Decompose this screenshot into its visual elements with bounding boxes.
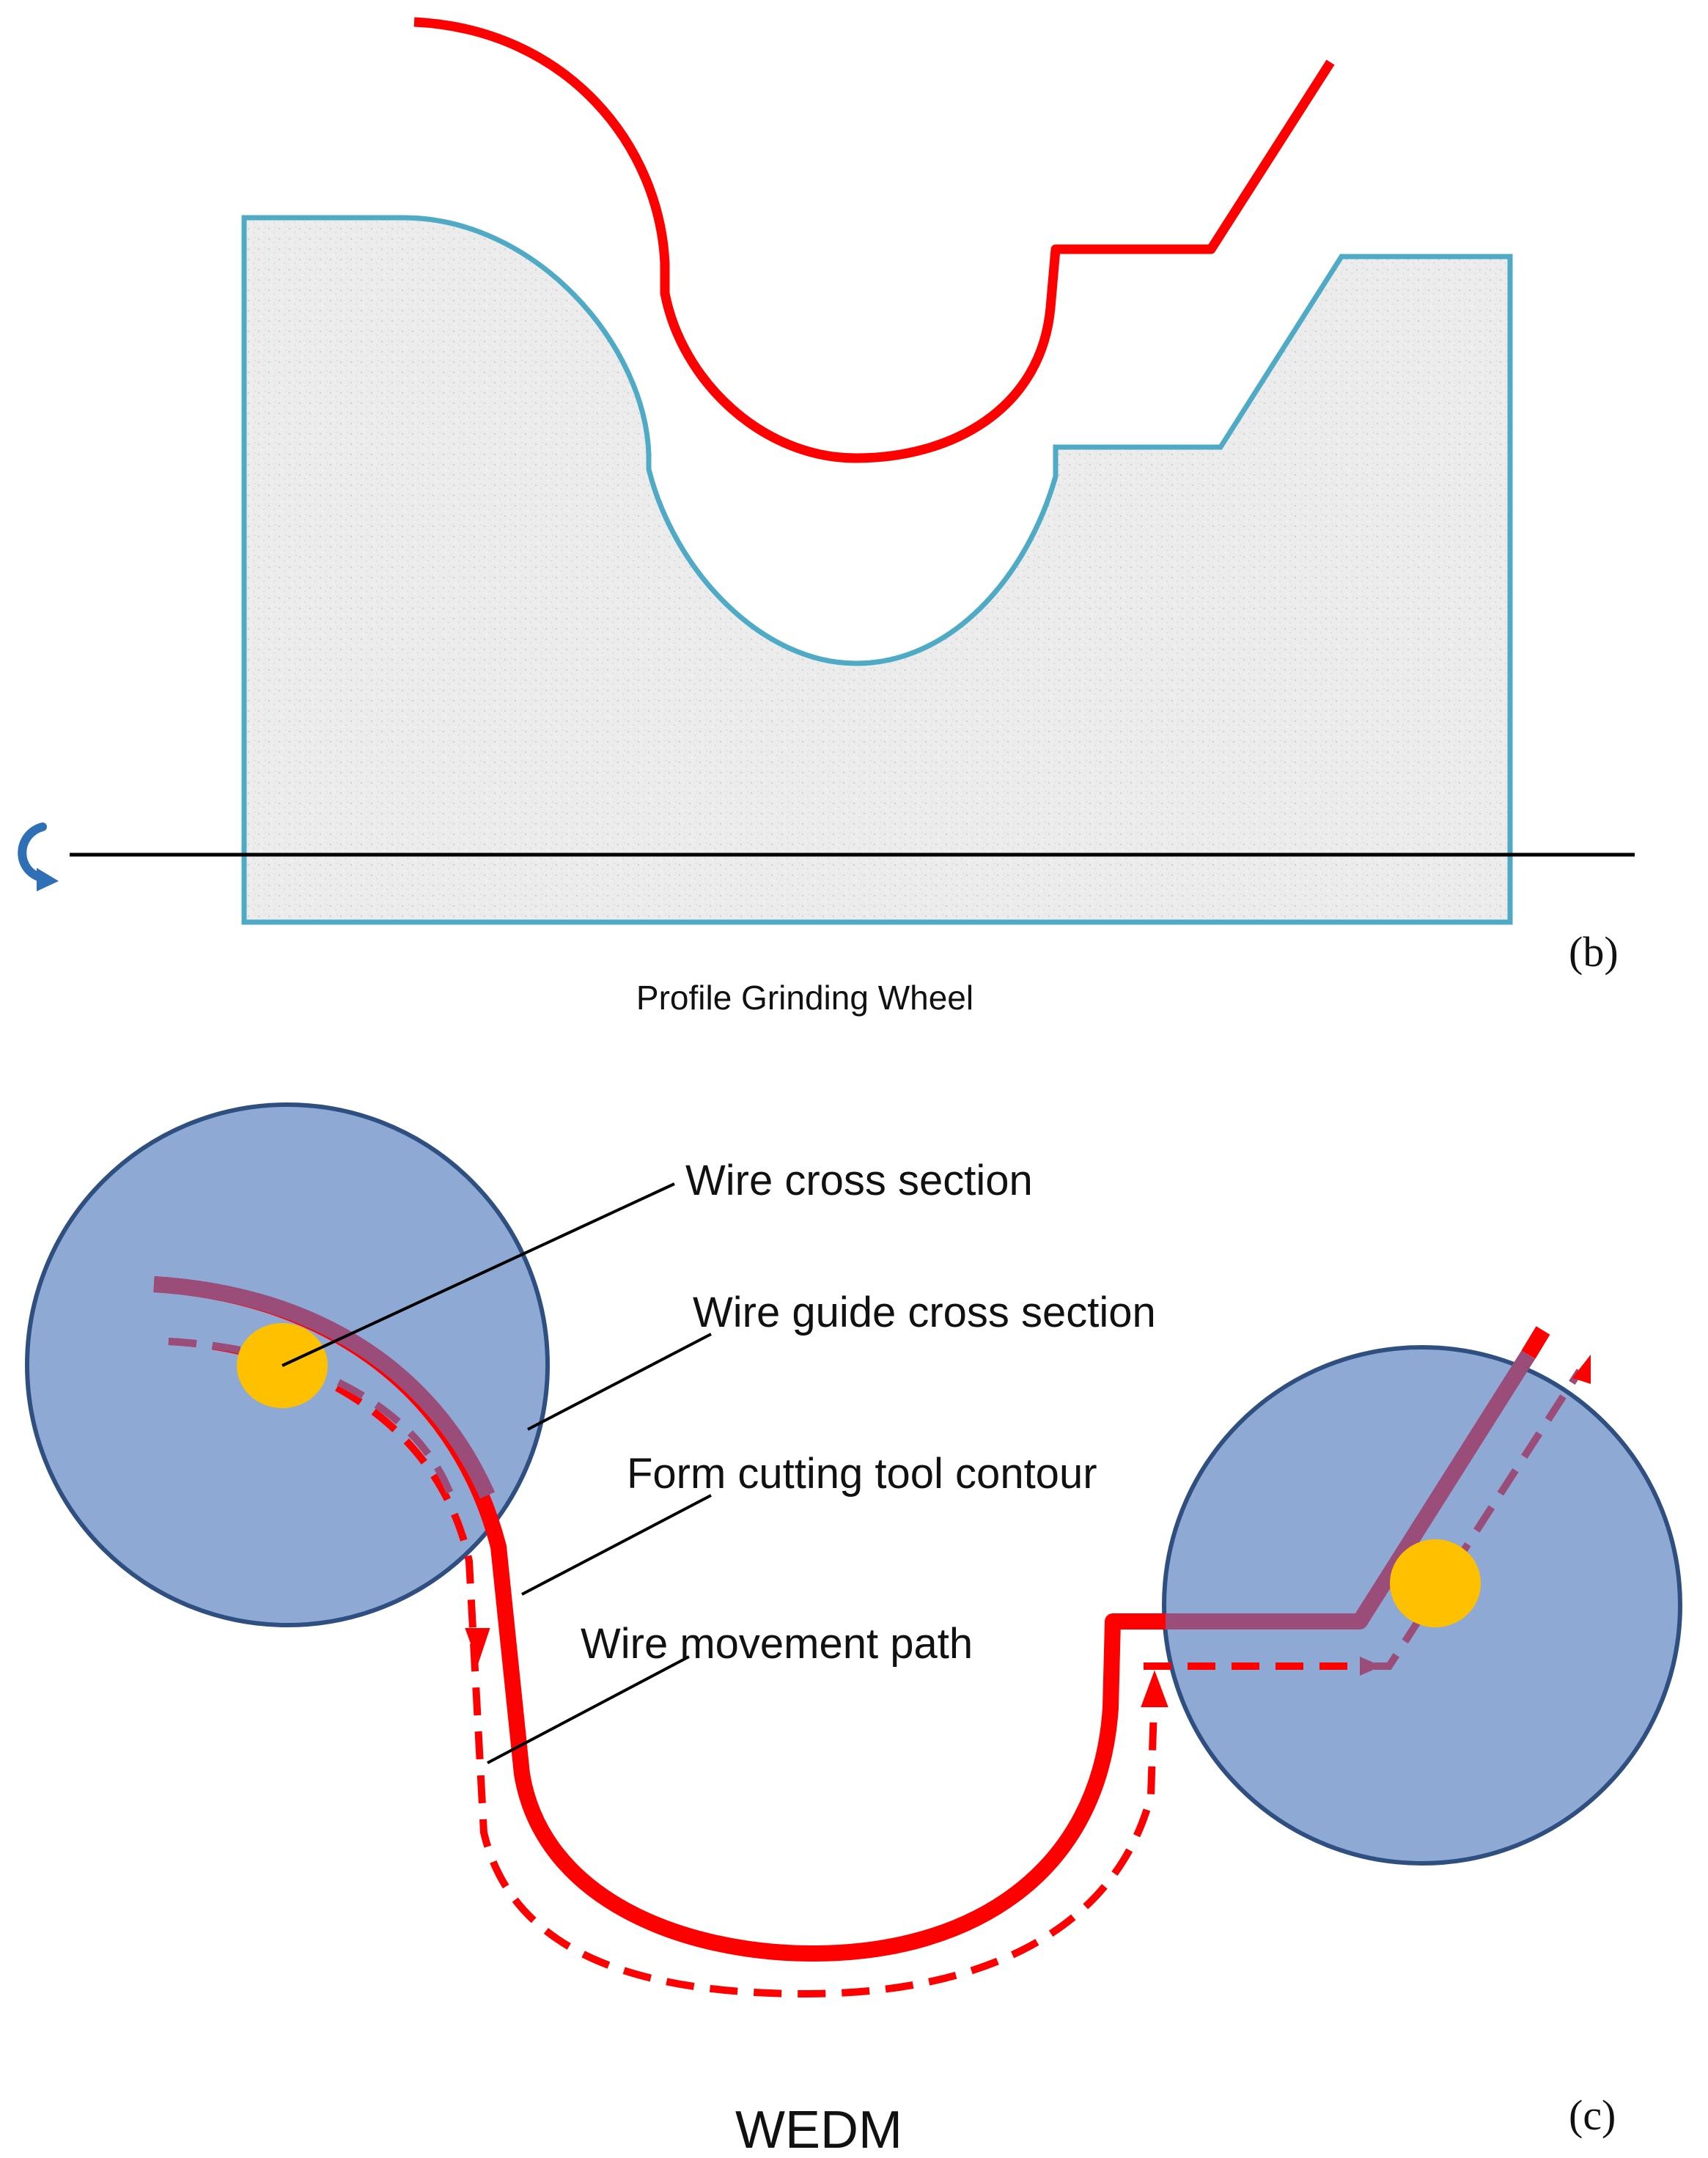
leader-contour [521, 1494, 712, 1596]
label-wire-cross-section: Wire cross section [685, 1157, 1033, 1204]
label-wire-movement-path: Wire movement path [581, 1620, 973, 1668]
label-wire-guide-cross-section: Wire guide cross section [693, 1289, 1156, 1336]
panel-c-caption: WEDM [735, 2101, 902, 2158]
wire-path-arrow-up [1141, 1670, 1168, 1707]
panel-b: (b) Profile Grinding Wheel [18, 17, 1635, 1017]
wire-movement-path [168, 1338, 1158, 1998]
leader-wire-guide [527, 1333, 712, 1431]
panel-b-label: (b) [1569, 928, 1619, 976]
wire-path-arrow-upright [1572, 1355, 1591, 1384]
profile-curve [413, 17, 1335, 463]
panel-c-label: (c) [1569, 2091, 1616, 2139]
contour-inside-right-guide [1166, 1350, 1536, 1629]
wire-path-arrow-down [465, 1628, 490, 1665]
label-form-cutting-tool-contour: Form cutting tool contour [627, 1450, 1097, 1498]
right-wire-cross-section [1390, 1539, 1481, 1627]
rotation-arrow-icon [18, 822, 59, 891]
panel-b-caption: Profile Grinding Wheel [636, 979, 973, 1017]
wire-path-inside-left-guide [168, 1338, 454, 1497]
panel-c: Wire cross section Wire guide cross sect… [25, 1102, 1682, 2158]
grinding-wheel-body [241, 215, 1513, 925]
contour-exit-right [1521, 1326, 1550, 1359]
contour-inside-left-guide [153, 1276, 496, 1499]
leader-wire-cross-section [281, 1182, 675, 1367]
wire-path-arrow-right [1360, 1657, 1382, 1676]
leader-wire-path [487, 1655, 690, 1764]
